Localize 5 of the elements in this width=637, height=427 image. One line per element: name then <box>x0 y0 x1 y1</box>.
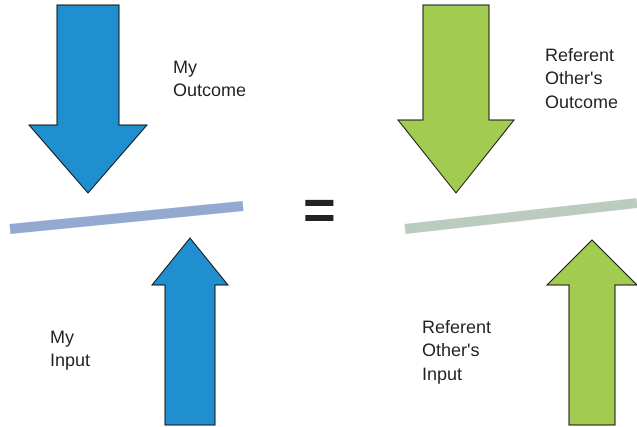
arrow-label: Referent Other's Input <box>422 316 492 386</box>
arrow-label: My Input <box>50 326 92 372</box>
arrow-label: Referent Other's Outcome <box>545 44 620 114</box>
equals-sign: = <box>303 182 336 238</box>
arrow-label: My Outcome <box>173 56 248 102</box>
